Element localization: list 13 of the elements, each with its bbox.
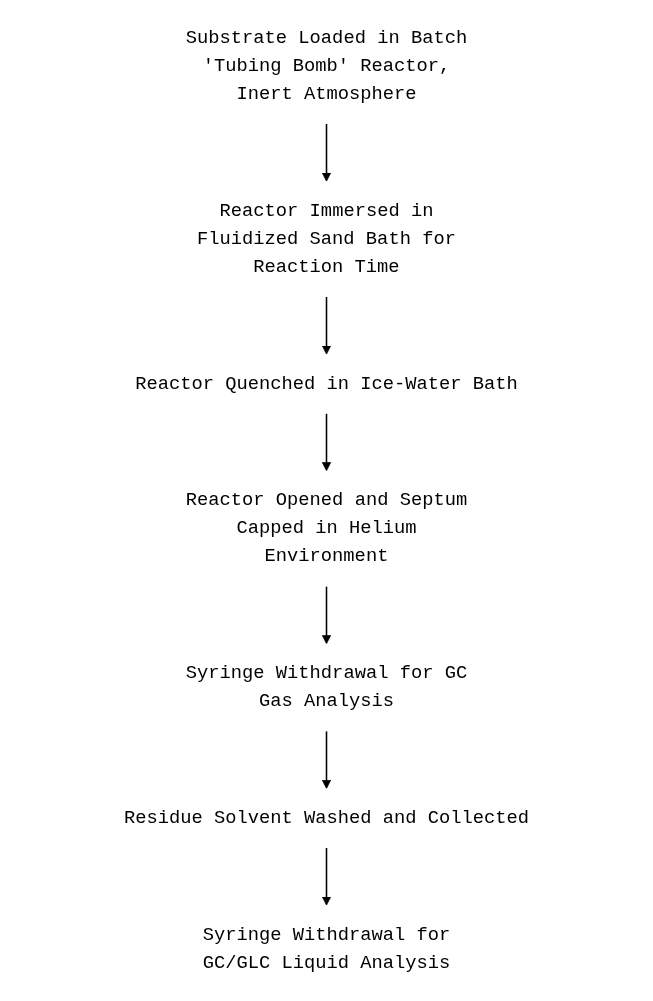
arrow [321, 296, 332, 355]
arrow [321, 585, 332, 645]
node-text: Substrate Loaded in Batch 'Tubing Bomb' Reactor, Inert Atmosphere [185, 27, 468, 105]
arrow [321, 412, 332, 472]
arrow [321, 123, 332, 182]
node-text: Syringe Withdrawal for GC Gas Analysis [185, 662, 468, 712]
node-text: Residue Solvent Washed and Collected [123, 807, 530, 829]
node-text: Reactor Immersed in Fluidized Sand Bath for Reaction Time [197, 199, 456, 278]
node-text: Reactor Opened and Septum Capped in Helium Environment [185, 489, 468, 567]
arrow [321, 847, 332, 906]
node-text: Syringe Withdrawal for GC/GLC Liquid Analysis [202, 923, 451, 973]
node-text: Reactor Quenched in Ice-Water Bath [135, 372, 518, 394]
arrow [321, 730, 332, 789]
